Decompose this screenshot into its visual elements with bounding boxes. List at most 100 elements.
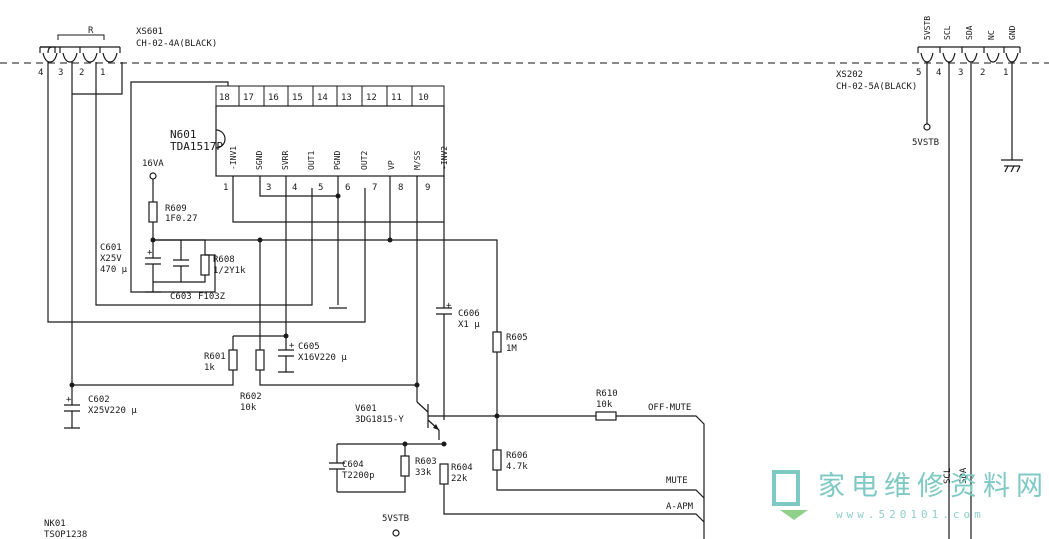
ic-ref: N601: [170, 128, 197, 141]
r605-value: 1M: [506, 344, 517, 354]
r606-value: 4.7k: [506, 462, 528, 472]
xs601-group-label: R: [88, 26, 94, 36]
svg-text:+: +: [446, 301, 452, 311]
c602-value: X25V220 μ: [88, 406, 137, 416]
c602-ref: C602: [88, 395, 110, 405]
xs202-signal-scl: SCL: [943, 25, 952, 40]
capacitor-c601: +: [145, 240, 161, 292]
ic-pin-name-out1: OUT1: [307, 151, 316, 170]
r610-value: 10k: [596, 400, 613, 410]
xs202-signal-nc: NC: [987, 30, 996, 40]
supply-5vstb-bottom-label: 5VSTB: [382, 514, 409, 524]
wire-xs601-pin2: [72, 62, 123, 95]
resistor-r602: [255, 349, 265, 371]
r604-ref: R604: [451, 463, 473, 473]
xs202-signal-gnd: GND: [1008, 25, 1017, 40]
ic-pin-11: 11: [391, 93, 402, 103]
ic-part: TDA1517P: [170, 140, 223, 153]
c601-value-a: X25V: [100, 254, 122, 264]
ic-pin-name-inv1: -INV1: [229, 146, 238, 170]
net-a-apm: A-APM: [666, 502, 694, 512]
ic-pin-name-pgnd: PGND: [333, 151, 342, 170]
ic-pin-8: 8: [398, 183, 403, 193]
watermark: 家电维修资料网 www.520101.com: [772, 470, 1049, 521]
resistor-r605: [492, 331, 502, 353]
ic-pin-6: 6: [345, 183, 350, 193]
c606-value: X1 μ: [458, 320, 480, 330]
resistor-r606: [492, 449, 502, 471]
c603-ref: C603: [170, 292, 192, 302]
ic-pin-15: 15: [292, 93, 303, 103]
capacitor-c605: +: [278, 336, 295, 373]
ic-pin-name-sgnd: SGND: [255, 151, 264, 170]
r601-value: 1k: [204, 363, 215, 373]
xs601-pin-2: 2: [79, 68, 84, 78]
ic-pin-12: 12: [366, 93, 377, 103]
xs601-ref: XS601: [136, 27, 163, 37]
c604-ref: C604: [342, 460, 364, 470]
xs202-pin-1: 1: [1003, 68, 1008, 78]
resistor-r603: [400, 455, 410, 477]
ic-pin-4: 4: [292, 183, 297, 193]
ic-pin-16: 16: [268, 93, 279, 103]
svg-text:+: +: [66, 395, 72, 405]
ic-pin-1: 1: [223, 183, 228, 193]
xs202-signal-sda: SDA: [965, 25, 974, 40]
c606-ref: C606: [458, 309, 480, 319]
r603-value: 33k: [415, 468, 432, 478]
ic-n601: 18 17 16 15 14 13 12 11 10 N601 TDA1517P…: [170, 85, 449, 193]
xs601-group-bracket: [57, 34, 105, 40]
xs202-pin-2: 2: [980, 68, 985, 78]
capacitor-c603: [173, 240, 189, 282]
c604-value: T2200p: [342, 471, 375, 481]
xs202-ref: XS202: [836, 70, 863, 80]
watermark-url: www.520101.com: [836, 508, 985, 521]
ic-pin-10: 10: [418, 93, 429, 103]
r608-ref: R608: [213, 255, 235, 265]
resistor-r609: [148, 201, 158, 223]
resistor-r608: [200, 254, 210, 276]
r601-ref: R601: [204, 352, 226, 362]
ic-pin-name-out2: OUT2: [360, 151, 369, 170]
ic-pin-5: 5: [318, 183, 323, 193]
nk01-part: TSOP1238: [44, 530, 87, 539]
v601-ref: V601: [355, 404, 377, 414]
ic-pin-3: 3: [266, 183, 271, 193]
svg-text:+: +: [147, 248, 153, 258]
c605-ref: C605: [298, 342, 320, 352]
transistor-v601: [416, 385, 497, 440]
wire-vp-bus: [153, 239, 498, 332]
capacitor-c604: [329, 444, 345, 492]
ic-notch: [215, 129, 226, 149]
r609-value: 1F0.27: [165, 214, 198, 224]
xs202-part: CH-02-5A(BLACK): [836, 82, 917, 92]
ic-pin-name-svrr: SVRR: [281, 151, 290, 170]
r602-value: 10k: [240, 403, 257, 413]
ic-pin-name-vp: VP: [387, 160, 396, 170]
wire-xs601-pin1: [95, 62, 313, 306]
ic-top-pins: 18 17 16 15 14 13 12 11 10: [215, 85, 445, 107]
resistor-r610: [595, 411, 617, 421]
c603-value: F103Z: [198, 292, 226, 302]
watermark-text: 家电维修资料网: [818, 471, 1049, 502]
r604-value: 22k: [451, 474, 468, 484]
xs202-5vstb-terminal: [923, 123, 931, 131]
supply-16va-label: 16VA: [142, 159, 164, 169]
resistor-r601: [228, 349, 238, 371]
net-mute: MUTE: [666, 476, 688, 486]
resistor-r604: [439, 463, 449, 485]
connector-xs202: 5VSTB SCL SDA NC GND 5 4 3 2 1 XS202 CH-…: [836, 16, 1021, 92]
ic-pin-9: 9: [425, 183, 430, 193]
xs202-pin-3: 3: [958, 68, 963, 78]
r609-ref: R609: [165, 204, 187, 214]
connector-xs601: R XS601 CH-02-4A(BLACK) 4 3 2 1: [38, 26, 217, 78]
xs601-part: CH-02-4A(BLACK): [136, 39, 217, 49]
xs601-pin-1: 1: [100, 68, 105, 78]
nk01-ref: NK01: [44, 519, 66, 529]
xs202-pin-4: 4: [936, 68, 941, 78]
ic-pin-name-mss: M/SS: [413, 151, 422, 170]
xs202-supply-label: 5VSTB: [912, 138, 939, 148]
sda-bottom-label: SDA: [959, 467, 969, 484]
scl-bottom-label: SCL: [943, 468, 953, 484]
